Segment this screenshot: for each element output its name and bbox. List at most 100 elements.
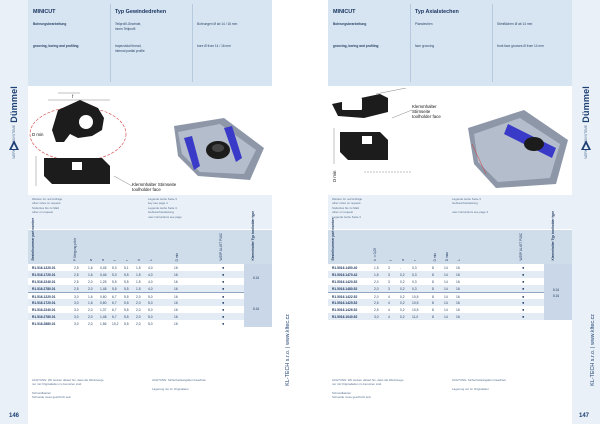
table-cell: 0,45 [100,265,107,270]
table-cell: 1,56 [100,321,107,326]
table-cell: ● [222,293,225,299]
header-line: trapezoidal thread, [115,44,142,48]
table-cell: 1,5 [136,286,141,291]
header-col-product: MINICUT Bohrungsbearbeitung grooving, bo… [328,0,410,86]
table-cell: ● [522,278,525,284]
table-cell: 5,5 [124,294,129,299]
label-dmin: D min [32,132,44,137]
header-line: Bohrungsbearbeitung [333,22,367,26]
table-cell: 16 [456,279,460,284]
product-table: Bestellnummer part number b ±0,05 f a r … [328,211,572,342]
header-type-title: Typ Axialstechen [415,9,459,15]
table-cell: 1,6 [88,272,93,277]
column-header: r [413,259,417,261]
table-header: Bestellnummer part number P Steigung pit… [28,211,272,264]
header-line: innen Teilprofil [115,27,136,31]
table-cell: ● [522,313,525,319]
table-cell: - [400,265,402,270]
table-cell: 2,0 [136,314,141,319]
leader-line [113,175,133,187]
label-clamp-en: toolholder face [132,187,161,192]
table-cell: 5,5 [124,279,129,284]
table-cell: 5,3 [112,272,117,277]
table-cell: 5,5 [124,314,129,319]
notes: Weitere Gr. auf Anfrage other sizes on r… [328,195,572,229]
table-cell: 2,0 [88,286,93,291]
table-cell: 16 [456,307,460,312]
table-cell: 3,0 [74,294,79,299]
insert-side-detail [362,136,372,144]
table-cell: 10,5 [412,300,419,305]
table-cell: 1,48 [100,286,107,291]
table-cell: 0,2 [400,314,405,319]
table-cell: 0,60 [100,300,107,305]
technical-drawing: D min f Klemmhalter Stirnseite toolholde… [29,92,264,192]
table-cell: 5,0 [148,300,153,305]
holder-group [244,264,272,292]
part-number: R1.516.1720.01 [32,272,56,277]
table-cell: 8 [432,294,434,299]
table-cell: 2,0 [136,294,141,299]
column-header: Klemmhalter Typ toolholder type [251,211,255,261]
side-text-left: KL-TECH s.r.o. | www.kltec.cz [285,314,291,386]
header-divider [192,4,193,82]
holder-3d-render [468,110,568,188]
header-line: grooving, boring and profiling [33,44,79,48]
table-cell: 14 [444,300,448,305]
content-left: MINICUT Bohrungsbearbeitung grooving, bo… [28,0,272,424]
table-cell: 5,5 [112,286,117,291]
column-header: D min [175,252,179,261]
insert-window [342,98,362,110]
column-header: r [125,259,129,261]
table-cell: 5,5 [124,300,129,305]
table-cell: 16 [456,300,460,305]
side-text-right: KL-TECH s.r.o. | www.kltec.cz [590,314,596,386]
table-cell: 2,5 [374,307,379,312]
table-cell: 10,5 [412,294,419,299]
column-header: Bestellnummer part number [331,218,335,261]
table-cell: 8 [432,279,434,284]
table-cell: 5,3 [112,265,117,270]
table-cell: ● [522,306,525,312]
table-cell: 1,5 [136,272,141,277]
table-cell: 5,0 [148,321,153,326]
table-cell: 3 [388,286,390,291]
table-cell: 0,2 [400,300,405,305]
holder-type: 8.16 [253,276,260,280]
table-cell: 1,37 [100,307,107,312]
table-cell: 5,0 [148,294,153,299]
table-cell: 16 [174,321,178,326]
page-number: 147 [579,413,590,419]
table-cell: 6,7 [112,307,117,312]
insert-side-view [340,132,388,160]
holder-type: 8.16 [553,288,560,292]
table-cell: ● [222,306,225,312]
side-strip-left [0,0,28,424]
column-header: L [149,259,153,261]
table-cell: 5,5 [124,286,129,291]
table-cell: 6,7 [112,294,117,299]
table-cell: 1,5 [136,265,141,270]
table-cell: 1,6 [88,300,93,305]
table-cell: 2,0 [88,279,93,284]
table-cell: 2,5 [74,279,79,284]
table-cell: 16 [174,307,178,312]
part-number: R1.516.2240.01 [32,279,56,284]
part-number: R1.5016.1426.52 [332,307,358,312]
table-cell: ● [522,271,525,277]
table-cell: 0,3 [412,265,417,270]
insert-top-view [52,100,104,142]
table-cell: 2,0 [88,314,93,319]
table-cell: 3,0 [74,314,79,319]
